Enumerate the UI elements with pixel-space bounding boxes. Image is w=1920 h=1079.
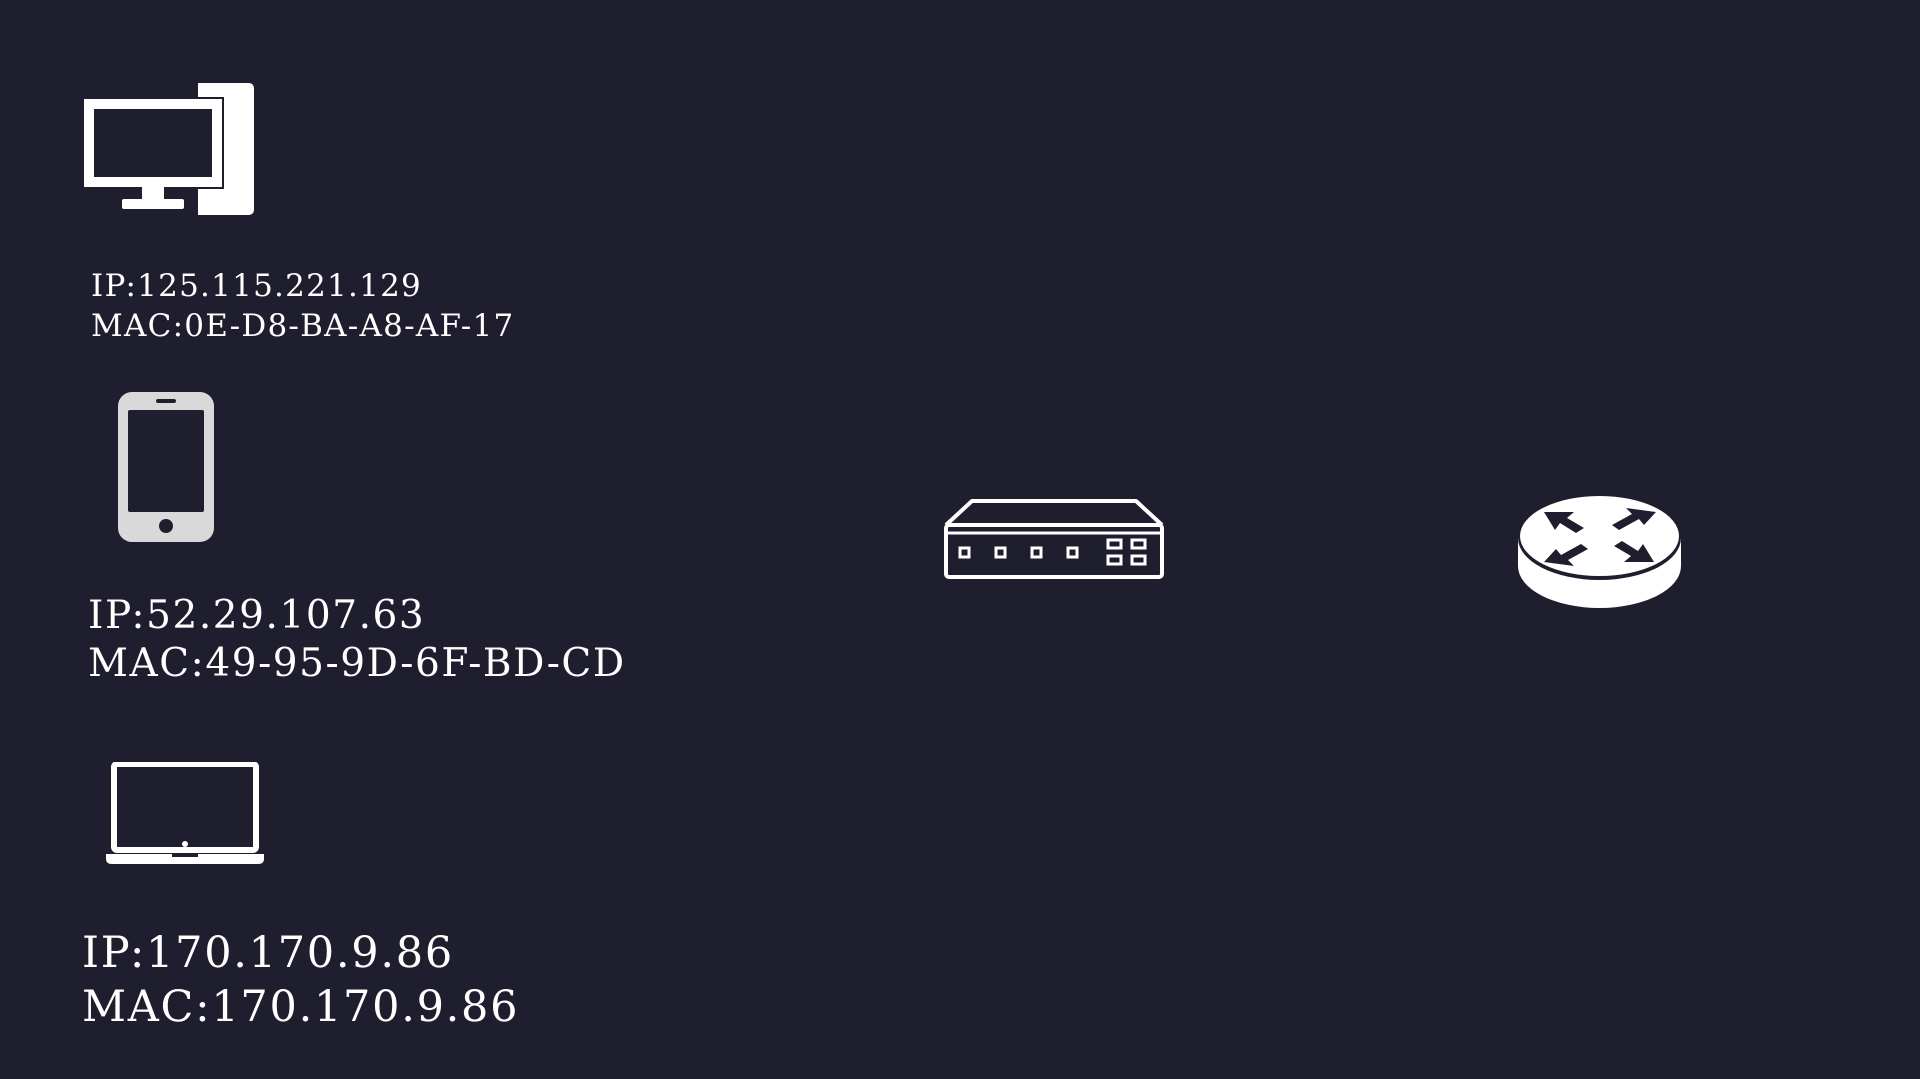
laptop-address-label: IP:170.170.9.86 MAC:170.170.9.86 (82, 926, 519, 1034)
router-icon[interactable] (1518, 470, 1681, 608)
desktop-ip-text: IP:125.115.221.129 (91, 268, 423, 304)
desktop-computer-icon[interactable] (82, 83, 254, 215)
phone-address-label: IP:52.29.107.63 MAC:49-95-9D-6F-BD-CD (88, 592, 626, 688)
smartphone-icon[interactable] (118, 392, 214, 542)
laptop-ip-text: IP:170.170.9.86 (82, 928, 454, 978)
desktop-mac-text: MAC:0E-D8-BA-A8-AF-17 (91, 308, 515, 344)
laptop-mac-text: MAC:170.170.9.86 (82, 982, 520, 1032)
network-switch-icon[interactable] (942, 497, 1166, 581)
phone-ip-text: IP:52.29.107.63 (88, 593, 426, 638)
phone-mac-text: MAC:49-95-9D-6F-BD-CD (88, 641, 626, 686)
laptop-icon[interactable] (106, 762, 264, 866)
desktop-address-label: IP:125.115.221.129 MAC:0E-D8-BA-A8-AF-17 (91, 266, 514, 346)
